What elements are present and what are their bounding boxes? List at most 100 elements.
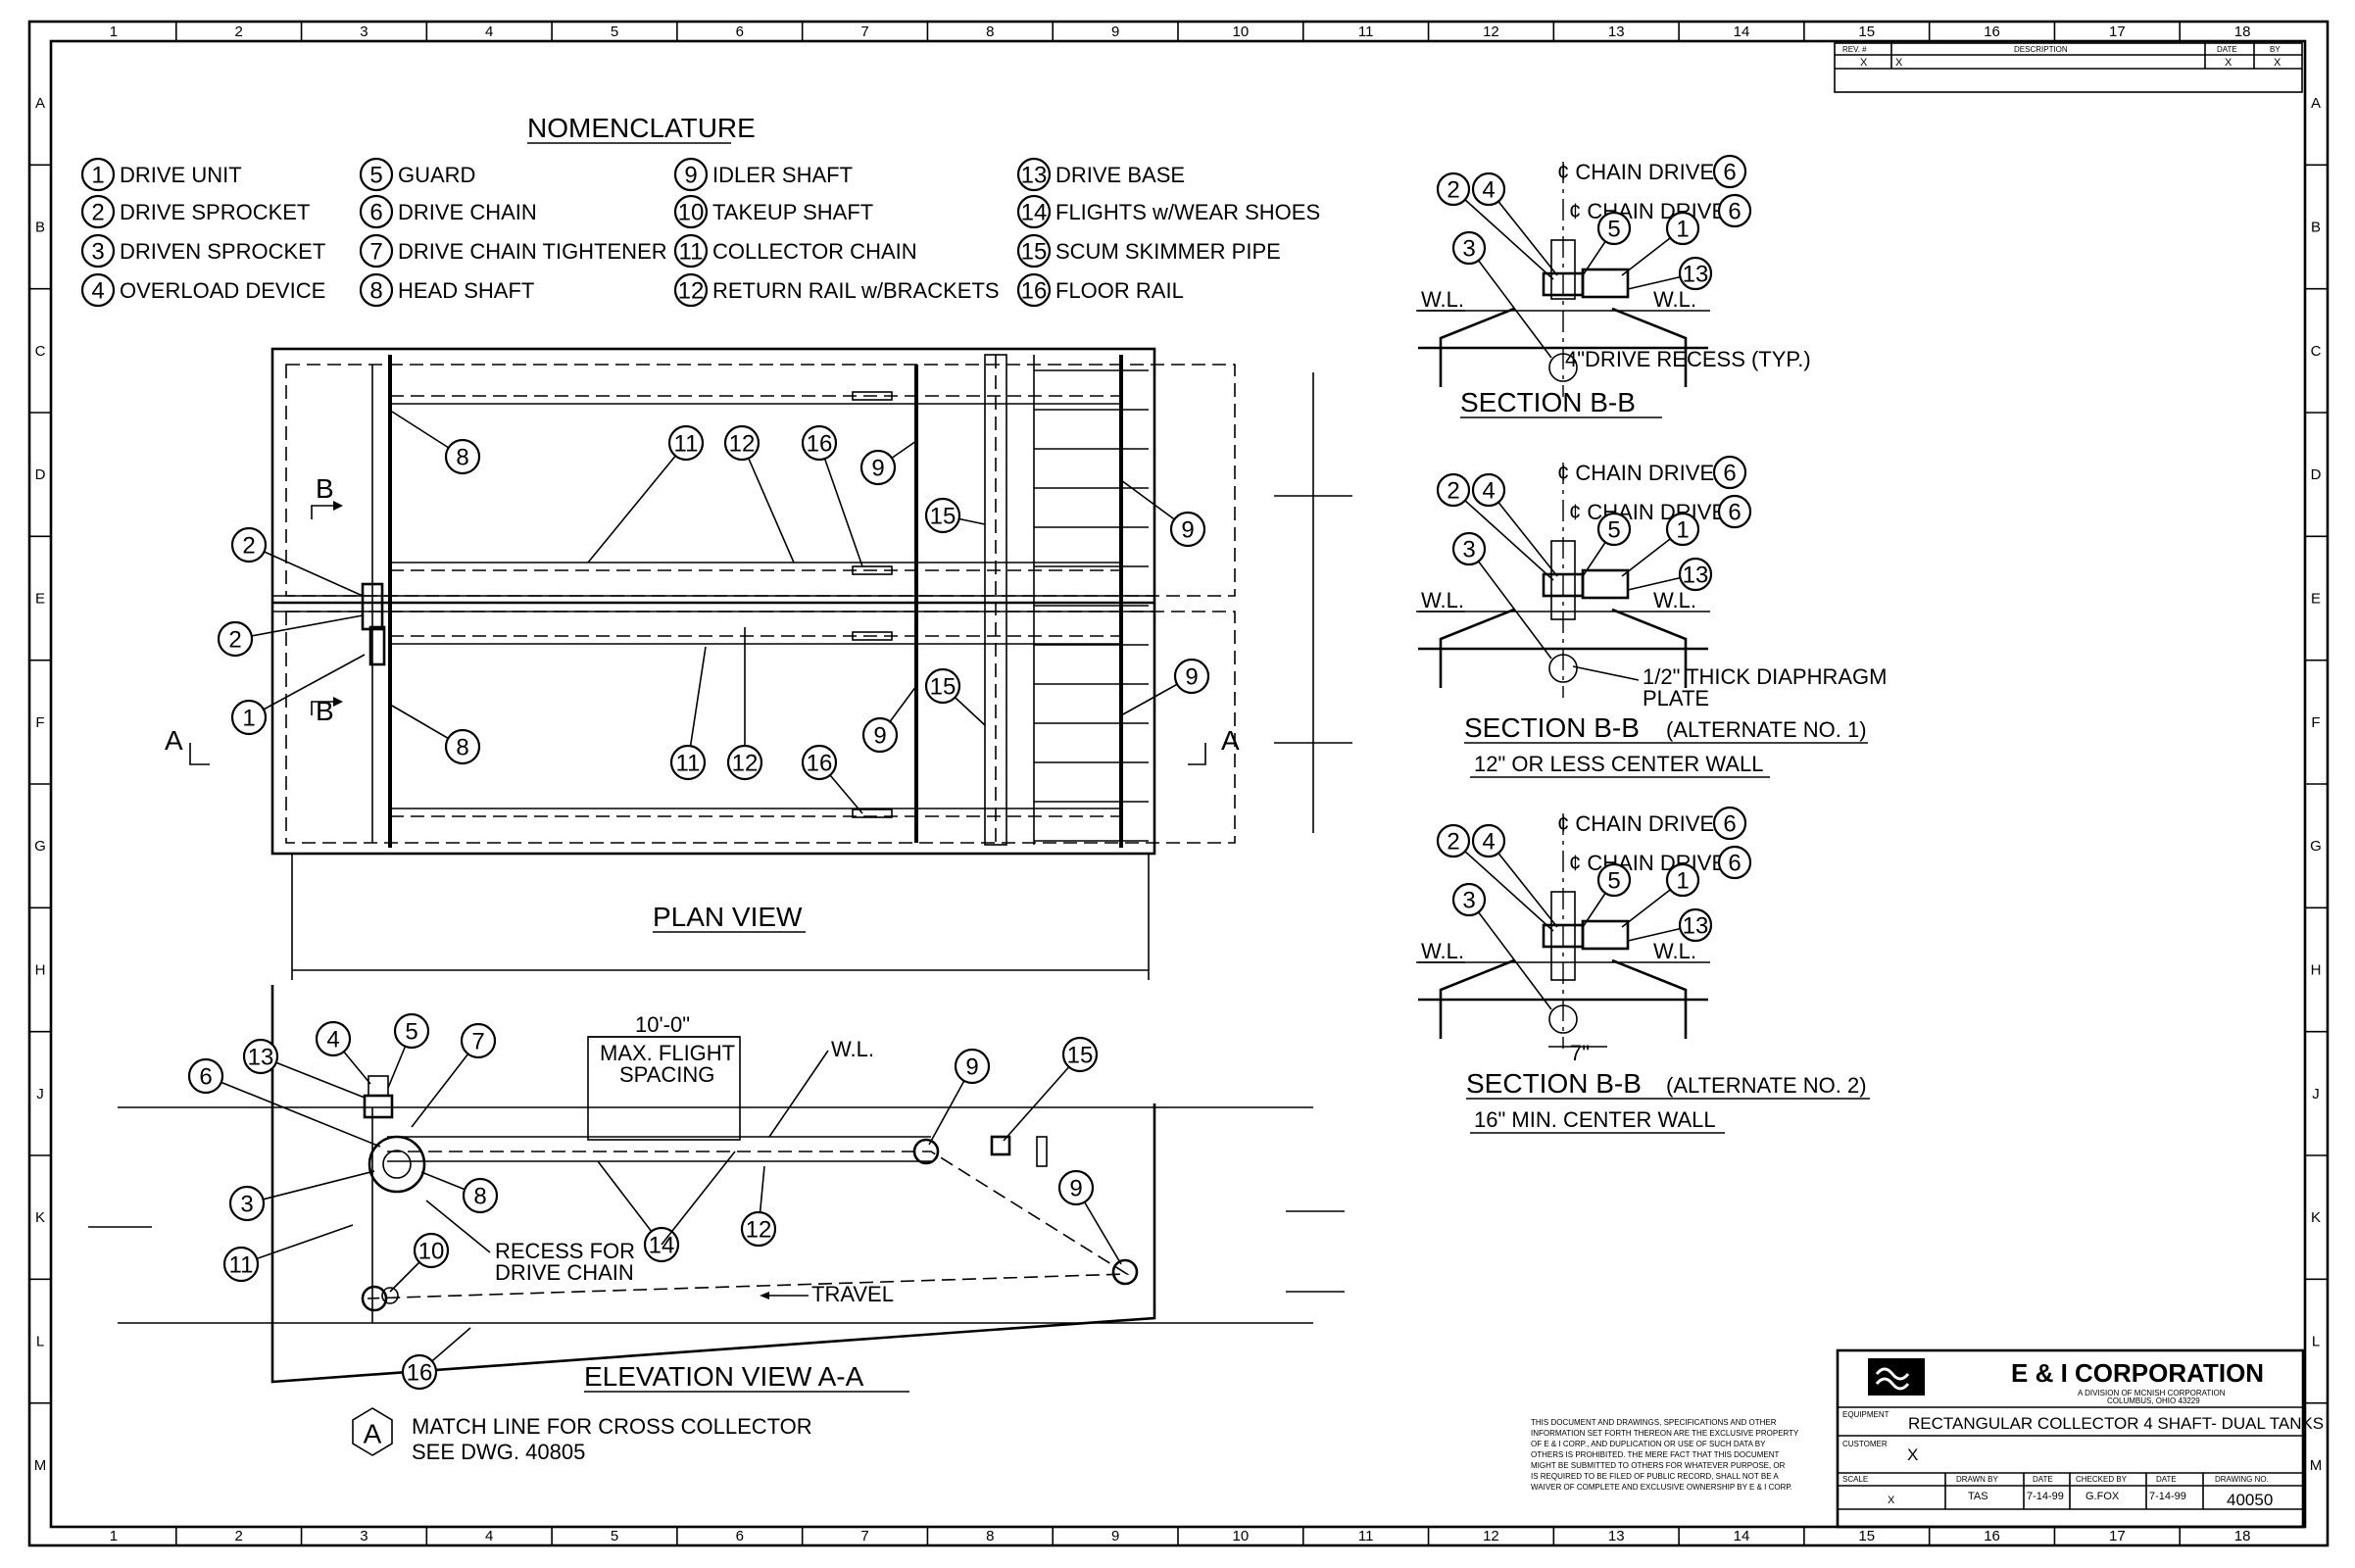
elevation-callout-5: 5 — [393, 1012, 430, 1050]
cl-chain-drive-label: ¢ CHAIN DRIVE — [1557, 461, 1714, 485]
by-header: BY — [2270, 45, 2281, 54]
elevation-callout-11: 11 — [222, 1246, 260, 1283]
recess-label-1: RECESS FOR — [495, 1239, 635, 1263]
zone-row-right: G — [2310, 838, 2322, 855]
cl-chain-drive-label: ¢ CHAIN DRIVE — [1557, 811, 1714, 836]
disclaimer-line: WAIVER OF COMPLETE AND EXCLUSIVE OWNERSH… — [1531, 1483, 1792, 1492]
zone-column-top: 1 — [110, 24, 118, 40]
svg-text:11: 11 — [674, 431, 699, 458]
svg-text:15: 15 — [930, 504, 957, 530]
section-wl-left: W.L. — [1421, 939, 1464, 963]
zone-column-top: 11 — [1358, 24, 1374, 40]
plan-callout-15: 15 — [924, 497, 961, 534]
section-callout-6: 6 — [1712, 806, 1747, 841]
svg-text:2: 2 — [1447, 829, 1459, 856]
leader-line — [1488, 489, 1558, 577]
nomenclature-bubble: 3 — [80, 233, 116, 269]
zone-column-top: 13 — [1608, 24, 1625, 40]
svg-text:13: 13 — [1683, 262, 1709, 288]
leader-line — [1452, 188, 1554, 280]
svg-text:9: 9 — [1185, 664, 1198, 691]
description-value: X — [1895, 57, 1903, 69]
section-callout-5: 5 — [1596, 862, 1632, 898]
svg-text:9: 9 — [684, 163, 697, 189]
svg-text:B: B — [316, 696, 334, 726]
nomenclature-bubble: 8 — [359, 272, 394, 308]
checked-by-label: CHECKED BY — [2076, 1475, 2128, 1484]
nomenclature-bubble: 2 — [80, 194, 116, 229]
svg-text:6: 6 — [1728, 500, 1741, 526]
zone-column-top: 6 — [736, 24, 744, 40]
svg-text:8: 8 — [456, 445, 468, 471]
nomenclature-text: FLOOR RAIL — [1055, 278, 1184, 303]
section-wl-right: W.L. — [1653, 588, 1696, 612]
zone-column-bottom: 18 — [2234, 1528, 2251, 1544]
zone-row-left: H — [35, 962, 46, 979]
alt2-title: SECTION B-B — [1466, 1068, 1642, 1099]
nomenclature-bubble: 12 — [673, 272, 709, 308]
section-callout-6: 6 — [1717, 494, 1752, 529]
section-callout-2: 2 — [1436, 172, 1471, 207]
svg-text:12: 12 — [678, 278, 705, 305]
nomenclature-bubble: 15 — [1016, 233, 1052, 269]
section-callout-6: 6 — [1712, 455, 1747, 490]
nomenclature-text: FLIGHTS w/WEAR SHOES — [1055, 200, 1320, 224]
elevation-callout-4: 4 — [315, 1020, 352, 1057]
leader-line — [661, 1151, 736, 1246]
drawing-no-label: DRAWING NO. — [2215, 1475, 2269, 1484]
section-callout-1: 1 — [1665, 862, 1700, 898]
nomenclature-text: COLLECTOR CHAIN — [712, 239, 917, 264]
svg-text:12: 12 — [732, 751, 759, 777]
svg-text:5: 5 — [369, 163, 382, 189]
svg-text:1: 1 — [1676, 517, 1689, 544]
section-callout-3: 3 — [1451, 230, 1487, 266]
plan-callout-9: 9 — [1173, 658, 1210, 695]
svg-text:3: 3 — [1462, 236, 1475, 263]
zone-row-right: M — [2310, 1457, 2323, 1474]
zone-column-top: 14 — [1734, 24, 1750, 40]
svg-text:1: 1 — [91, 163, 104, 189]
zone-column-top: 5 — [611, 24, 618, 40]
svg-text:8: 8 — [473, 1184, 486, 1210]
plan-callout-8: 8 — [444, 438, 481, 475]
svg-text:4: 4 — [1482, 829, 1495, 856]
svg-text:13: 13 — [1683, 563, 1709, 589]
leader-line — [818, 442, 863, 567]
svg-text:6: 6 — [1728, 199, 1741, 225]
zone-row-right: F — [2311, 714, 2320, 731]
section-b-note: 4"DRIVE RECESS (TYP.) — [1565, 347, 1811, 371]
leader-line — [1468, 899, 1552, 1010]
nomenclature-bubble: 13 — [1016, 157, 1052, 192]
disclaimer-line: IS REQUIRED TO BE FILED OF PUBLIC RECORD… — [1531, 1472, 1779, 1481]
zone-row-right: D — [2311, 466, 2322, 483]
leader-line — [1488, 188, 1558, 276]
svg-text:6: 6 — [199, 1064, 212, 1091]
section-callout-13: 13 — [1678, 907, 1713, 943]
svg-text:A: A — [165, 725, 183, 756]
svg-text:16: 16 — [807, 751, 833, 777]
drawing-no-value: 40050 — [2227, 1491, 2273, 1509]
leader-line — [248, 654, 366, 718]
zone-row-right: J — [2312, 1086, 2320, 1102]
nomenclature-text: SCUM SKIMMER PIPE — [1055, 239, 1281, 264]
svg-text:13: 13 — [1021, 163, 1048, 189]
alt2-alt: (ALTERNATE NO. 2) — [1666, 1073, 1867, 1098]
zone-row-left: M — [34, 1457, 47, 1474]
zone-row-left: C — [35, 343, 46, 360]
zone-column-bottom: 13 — [1608, 1528, 1625, 1544]
nomenclature-text: RETURN RAIL w/BRACKETS — [712, 278, 1000, 303]
zone-column-top: 10 — [1233, 24, 1250, 40]
section-wl-left: W.L. — [1421, 588, 1464, 612]
nomenclature-text: HEAD SHAFT — [398, 278, 534, 303]
skimmer-grating — [1033, 355, 1149, 845]
leader-line — [1003, 1054, 1081, 1142]
